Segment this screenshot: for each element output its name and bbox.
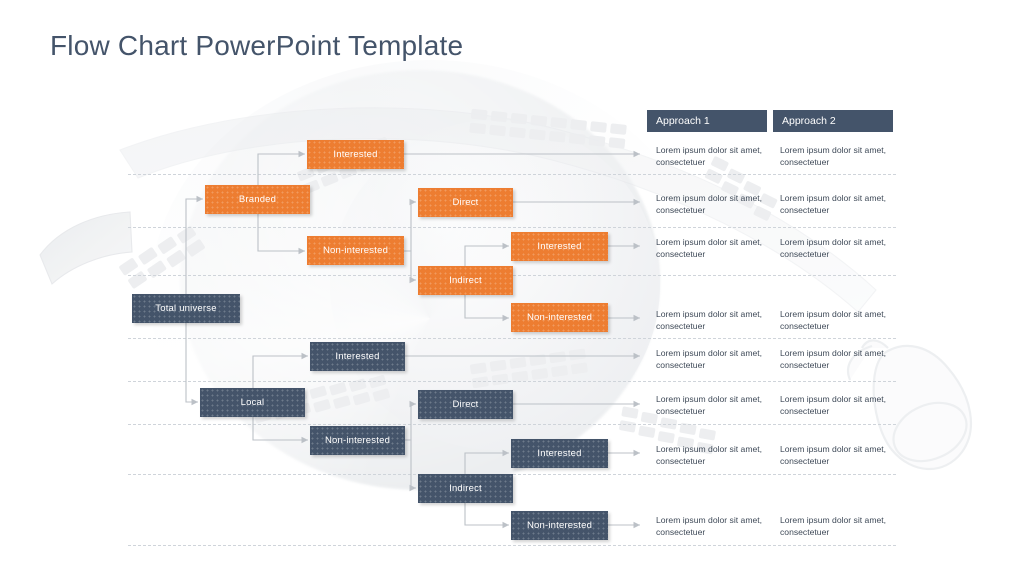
row-separator (128, 381, 896, 382)
watermark-whistle-icon (846, 339, 972, 471)
flow-node-indirect-non-interested[interactable]: Non-interested (511, 303, 608, 332)
flow-node-label: Interested (335, 351, 380, 362)
row-separator (128, 424, 896, 425)
table-cell: Lorem ipsum dolor sit amet, consectetuer (780, 237, 887, 260)
table-cell: Lorem ipsum dolor sit amet, consectetuer (656, 309, 763, 332)
flow-node-indirect-interested[interactable]: Interested (511, 232, 608, 261)
flow-node-label: Direct (452, 399, 479, 410)
flow-node-local-indirect-interested[interactable]: Interested (511, 439, 608, 468)
table-cell: Lorem ipsum dolor sit amet, consectetuer (780, 348, 887, 371)
table-cell: Lorem ipsum dolor sit amet, consectetuer (780, 145, 887, 168)
flow-node-label: Interested (537, 241, 582, 252)
flow-node-branded-interested[interactable]: Interested (307, 140, 404, 169)
flow-node-label: Non-interested (526, 312, 593, 323)
row-separator (128, 338, 896, 339)
table-cell: Lorem ipsum dolor sit amet, consectetuer (780, 394, 887, 417)
flow-node-local-direct[interactable]: Direct (418, 390, 513, 419)
flow-node-total-universe[interactable]: Total universe (132, 294, 240, 323)
table-cell: Lorem ipsum dolor sit amet, consectetuer (656, 145, 763, 168)
flow-node-label: Non-interested (322, 245, 389, 256)
table-header-label: Approach 1 (656, 115, 710, 127)
table-header-approach-1: Approach 1 (647, 110, 767, 132)
flow-node-label: Total universe (155, 303, 217, 314)
table-header-approach-2: Approach 2 (773, 110, 893, 132)
table-cell: Lorem ipsum dolor sit amet, consectetuer (656, 444, 763, 467)
table-cell: Lorem ipsum dolor sit amet, consectetuer (780, 193, 887, 216)
flow-node-branded-indirect[interactable]: Indirect (418, 266, 513, 295)
flow-node-branded[interactable]: Branded (205, 185, 310, 214)
table-cell: Lorem ipsum dolor sit amet, consectetuer (780, 444, 887, 467)
flow-node-label: Local (240, 397, 265, 408)
flow-node-branded-direct[interactable]: Direct (418, 188, 513, 217)
table-cell: Lorem ipsum dolor sit amet, consectetuer (780, 515, 887, 538)
flow-node-label: Interested (333, 149, 378, 160)
flow-node-local-indirect[interactable]: Indirect (418, 474, 513, 503)
flow-node-local[interactable]: Local (200, 388, 305, 417)
table-cell: Lorem ipsum dolor sit amet, consectetuer (656, 515, 763, 538)
row-separator (128, 545, 896, 546)
flow-node-label: Indirect (449, 275, 482, 286)
flow-node-label: Indirect (449, 483, 482, 494)
table-cell: Lorem ipsum dolor sit amet, consectetuer (656, 237, 763, 260)
row-separator (128, 227, 896, 228)
table-cell: Lorem ipsum dolor sit amet, consectetuer (780, 309, 887, 332)
flow-node-label: Direct (452, 197, 479, 208)
table-header-label: Approach 2 (782, 115, 836, 127)
table-cell: Lorem ipsum dolor sit amet, consectetuer (656, 394, 763, 417)
flow-node-label: Non-interested (526, 520, 593, 531)
flow-node-local-interested[interactable]: Interested (310, 342, 405, 371)
table-cell: Lorem ipsum dolor sit amet, consectetuer (656, 348, 763, 371)
flow-node-local-non-interested[interactable]: Non-interested (310, 426, 405, 455)
flow-node-label: Branded (238, 194, 277, 205)
flow-node-branded-non-interested[interactable]: Non-interested (307, 236, 404, 265)
table-cell: Lorem ipsum dolor sit amet, consectetuer (656, 193, 763, 216)
page-title: Flow Chart PowerPoint Template (50, 30, 464, 61)
flow-node-label: Interested (537, 448, 582, 459)
flow-node-label: Non-interested (324, 435, 391, 446)
row-separator (128, 174, 896, 175)
flow-node-local-indirect-non-interested[interactable]: Non-interested (511, 511, 608, 540)
